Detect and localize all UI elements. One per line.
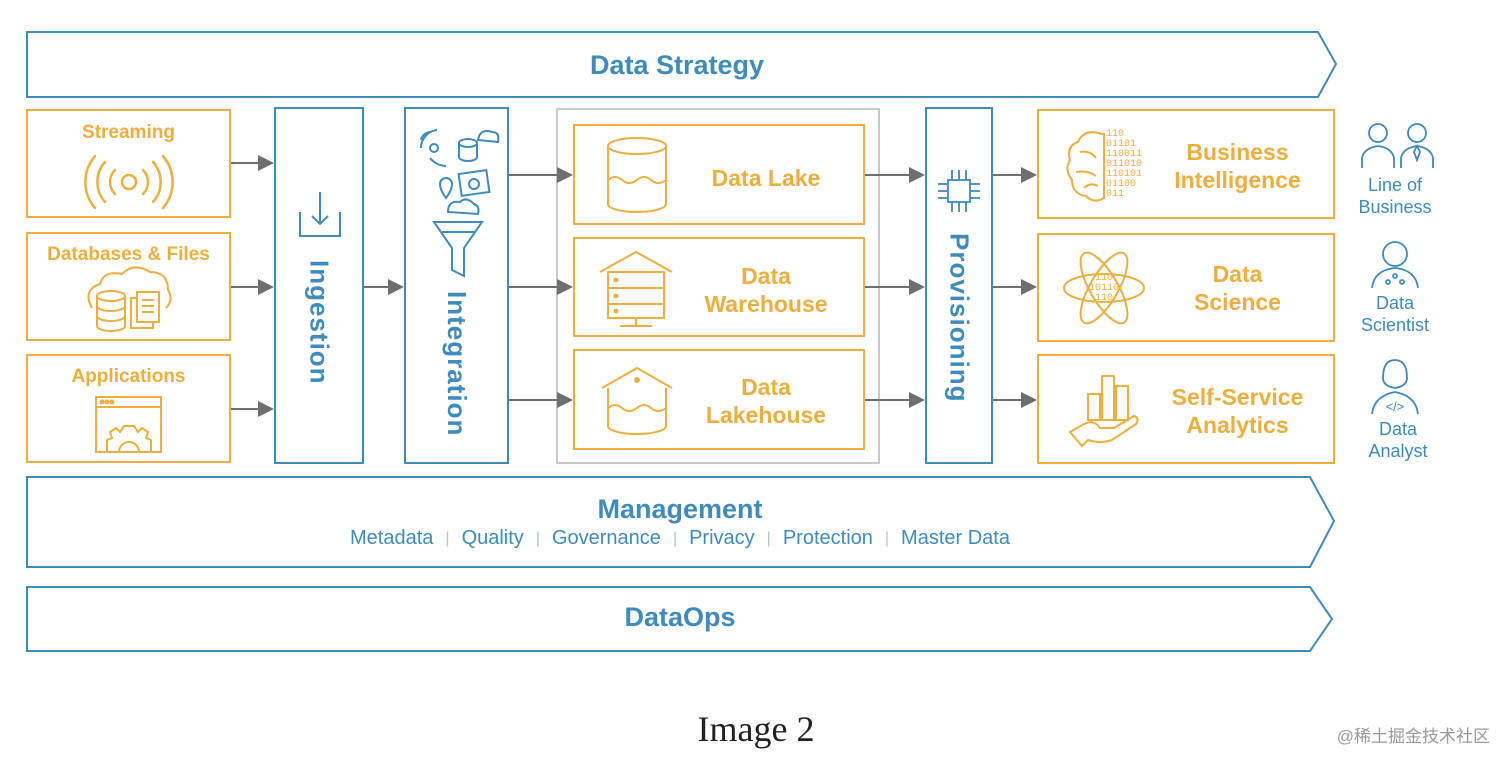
download-arrow-icon (299, 192, 341, 237)
streaming-icon (84, 154, 174, 210)
separator: | (445, 529, 450, 547)
output-title-bi-line2: Intelligence (1174, 167, 1301, 193)
separator: | (884, 529, 890, 547)
application-gear-icon (95, 396, 162, 453)
source-title-databases: Databases & Files (47, 244, 210, 265)
persona-data-analyst: Data Analyst (1348, 418, 1448, 462)
output-box-bi (1037, 109, 1335, 219)
storage-title-warehouse-line1: Data (741, 263, 791, 289)
separator: | (766, 529, 771, 547)
atom-binary-icon (1063, 251, 1145, 325)
binary-line: 110011 (1106, 149, 1143, 160)
source-box-streaming (26, 109, 231, 218)
integration-column (404, 107, 509, 464)
output-title-analytics-line2: Analytics (1186, 412, 1289, 438)
storage-title-lakehouse: Data Lakehouse (680, 373, 852, 429)
storage-box-lake (573, 124, 865, 225)
dataops-banner (26, 586, 1334, 652)
watermark: @稀土掘金技术社区 (1336, 727, 1490, 746)
management-title: Management (597, 494, 763, 524)
circuit-chip-icon (938, 170, 980, 212)
bi-binary-text: 110 01101 110011 011010 110101 01100 011 (1106, 130, 1166, 200)
business-people-icon (1361, 123, 1434, 168)
binary-line: 01100 (1106, 179, 1137, 190)
management-banner (26, 476, 1336, 568)
lake-cylinder-icon (607, 137, 667, 213)
output-box-science (1037, 233, 1335, 342)
ds-binary-text: 110 10110 110 (1080, 274, 1128, 304)
management-items: Metadata | Quality | Governance | Privac… (300, 527, 1060, 550)
binary-line: 110 (1094, 273, 1113, 284)
management-item: Master Data (901, 527, 1010, 549)
output-title-analytics-line1: Self-Service (1171, 384, 1304, 410)
data-strategy-title: Data Strategy (589, 50, 765, 80)
management-item: Quality (461, 527, 524, 549)
provisioning-label: Provisioning (944, 233, 975, 403)
figure-caption: Image 2 (697, 709, 815, 749)
management-item: Privacy (689, 527, 755, 549)
storage-title-lakehouse-line2: Lakehouse (705, 402, 827, 428)
persona-scientist-line2: Scientist (1360, 315, 1430, 335)
hand-chart-icon (1068, 375, 1139, 448)
storage-title-lakehouse-line1: Data (741, 374, 791, 400)
dataops-title: DataOps (624, 602, 736, 632)
output-title-science-line2: Science (1194, 289, 1281, 315)
warehouse-icon (599, 250, 673, 327)
output-title-science: Data Science (1150, 260, 1325, 316)
database-files-icon (87, 266, 172, 332)
output-title-bi-line1: Business (1186, 139, 1289, 165)
storage-box-warehouse (573, 237, 865, 337)
flow-arrows (231, 155, 1037, 417)
data-analyst-icon (1371, 359, 1419, 415)
binary-line: 110101 (1106, 169, 1143, 180)
management-item: Governance (551, 527, 661, 549)
binary-line: 10110 (1088, 283, 1119, 294)
output-title-science-line1: Data (1212, 261, 1263, 287)
lakehouse-icon (601, 366, 673, 435)
storage-title-warehouse: Data Warehouse (680, 262, 852, 318)
analyst-code-glyph: </> (1386, 399, 1405, 414)
separator: | (672, 529, 678, 547)
integration-label: Integration (442, 291, 472, 437)
persona-analyst-line1: Data (1378, 419, 1418, 439)
brain-binary-icon (1066, 131, 1105, 202)
output-box-analytics (1037, 354, 1335, 464)
persona-lob-line1: Line of (1367, 175, 1423, 195)
binary-line: 011 (1106, 189, 1125, 200)
output-title-bi: Business Intelligence (1150, 138, 1325, 194)
persona-scientist-line1: Data (1375, 293, 1415, 313)
persona-data-scientist: Data Scientist (1345, 292, 1445, 336)
binary-line: 110 (1106, 129, 1125, 140)
source-title-applications: Applications (71, 366, 186, 387)
data-scientist-icon (1371, 241, 1419, 289)
binary-line: 01101 (1106, 139, 1137, 150)
storage-title-warehouse-line2: Warehouse (704, 291, 828, 317)
source-box-databases (26, 232, 231, 341)
source-box-applications (26, 354, 231, 463)
management-item: Protection (782, 527, 873, 549)
persona-analyst-line2: Analyst (1368, 441, 1428, 461)
binary-line: 011010 (1106, 159, 1143, 170)
separator: | (535, 529, 540, 547)
persona-line-of-business: Line of Business (1345, 174, 1445, 218)
ingestion-label: Ingestion (304, 259, 335, 385)
persona-lob-line2: Business (1358, 197, 1432, 217)
storage-title-lake: Data Lake (711, 165, 821, 191)
source-title-streaming: Streaming (82, 122, 175, 143)
management-item: Metadata (350, 527, 434, 549)
storage-box-lakehouse (573, 349, 865, 450)
ingestion-column (274, 107, 364, 464)
provisioning-column (925, 107, 993, 464)
output-title-analytics: Self-Service Analytics (1150, 383, 1325, 439)
integration-funnel-icon (419, 129, 500, 278)
binary-line: 110 (1094, 293, 1113, 304)
data-strategy-banner (26, 31, 1338, 98)
